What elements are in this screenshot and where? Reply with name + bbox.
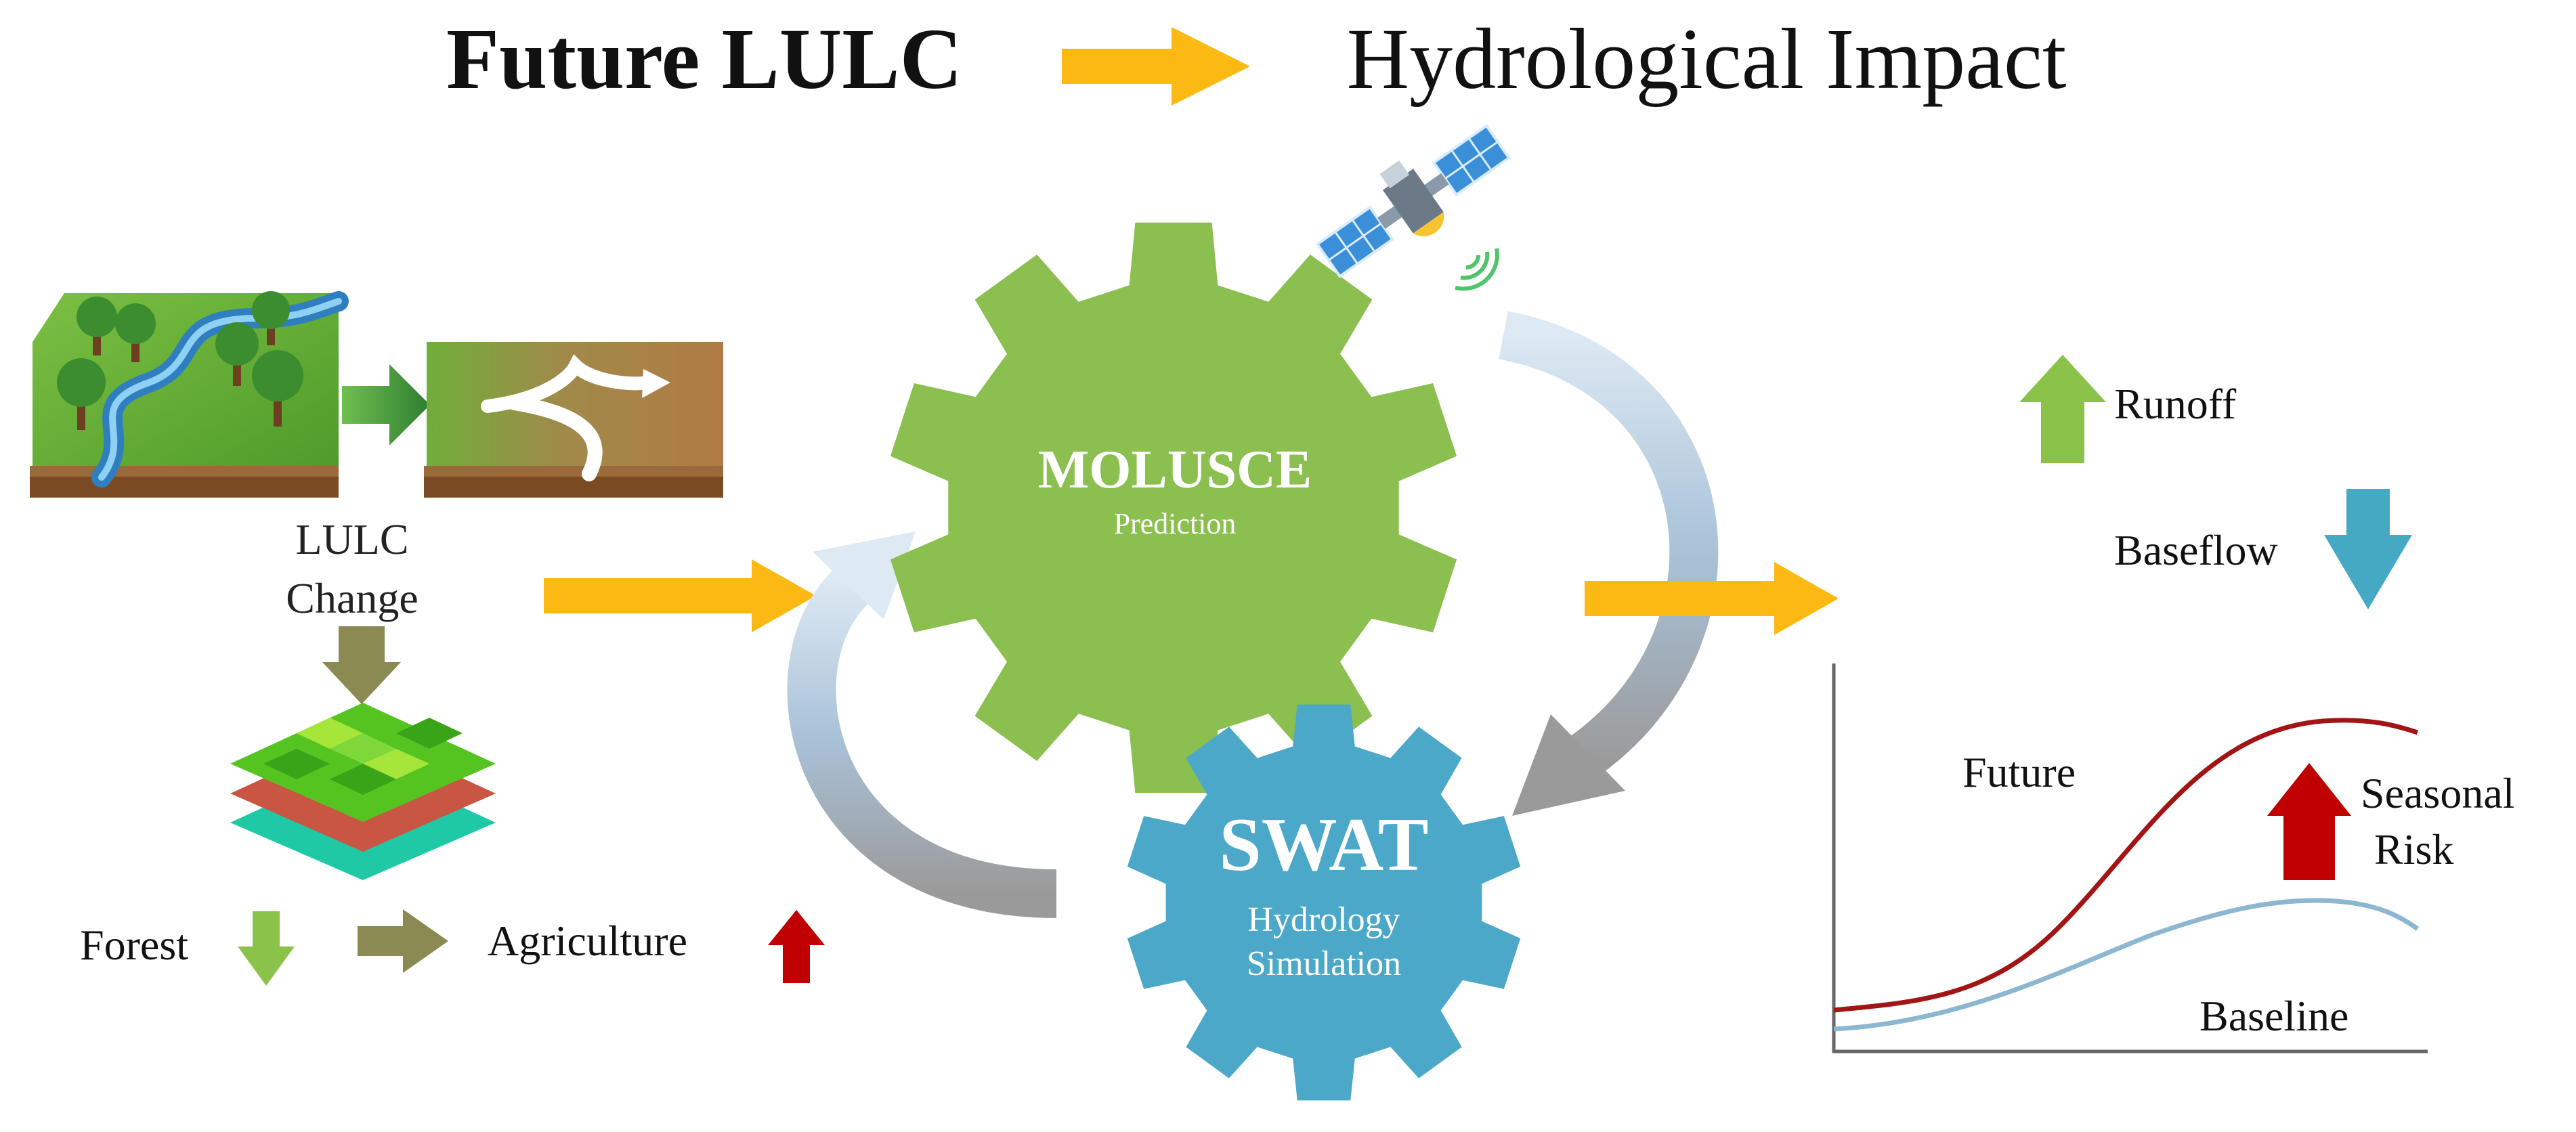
cycle-arrow-left [787,531,1057,918]
tree-icon [252,350,303,427]
landscape-agriculture-illustration [424,342,723,498]
title-arrow [1062,27,1250,106]
forest-label: Forest [80,921,188,969]
future-curve [1833,718,2419,1013]
baseline-curve [1833,898,2420,1032]
gear-body [1127,704,1521,1101]
runoff-increase-arrow [2019,355,2106,463]
gear-body [890,222,1457,793]
landscape-change-arrow [342,364,430,445]
agriculture-increase-arrow [768,910,825,983]
forest-to-agriculture-arrow [358,909,448,973]
input-flow-arrow [544,559,816,632]
lulc-change-label-line1: LULC [295,515,408,563]
runoff-label: Runoff [2114,380,2237,428]
baseline-label: Baseline [2199,992,2348,1040]
swat-title: SWAT [1219,803,1428,887]
output-flow-arrow [1585,562,1839,635]
seasonal-risk-label-line1: Seasonal [2361,769,2515,817]
tree-icon [252,291,290,345]
swat-subtitle-line1: Hydrology [1247,900,1400,939]
landscape-forest-illustration [30,291,349,498]
title-hydrological-impact: Hydrological Impact [1347,11,2067,107]
tree-icon [115,303,156,362]
layers-stack-icon [230,703,496,880]
swat-gear [1127,704,1521,1101]
baseflow-label: Baseflow [2114,526,2278,574]
seasonal-risk-label-line2: Risk [2374,825,2453,873]
title-future-lulc: Future LULC [446,11,962,107]
tree-icon [77,297,117,355]
molusce-title: MOLUSCE [1038,440,1312,500]
lulc-change-label-line2: Change [286,574,418,622]
satellite-icon [1315,123,1511,278]
molusce-gear [890,222,1457,793]
future-label: Future [1962,748,2076,796]
tree-icon [57,358,106,430]
tree-icon [215,322,259,386]
signal-waves-icon [1455,248,1499,291]
baseflow-decrease-arrow [2324,489,2412,609]
seasonal-risk-arrow [2267,763,2351,880]
forest-decrease-arrow [238,911,295,986]
down-arrow-olive [322,626,401,704]
hydrograph-chart [1832,663,2428,1053]
agriculture-label: Agriculture [488,917,687,965]
molusce-subtitle: Prediction [1114,507,1237,540]
swat-subtitle-line2: Simulation [1247,944,1401,983]
cycle-arrow-right [1499,311,1719,816]
